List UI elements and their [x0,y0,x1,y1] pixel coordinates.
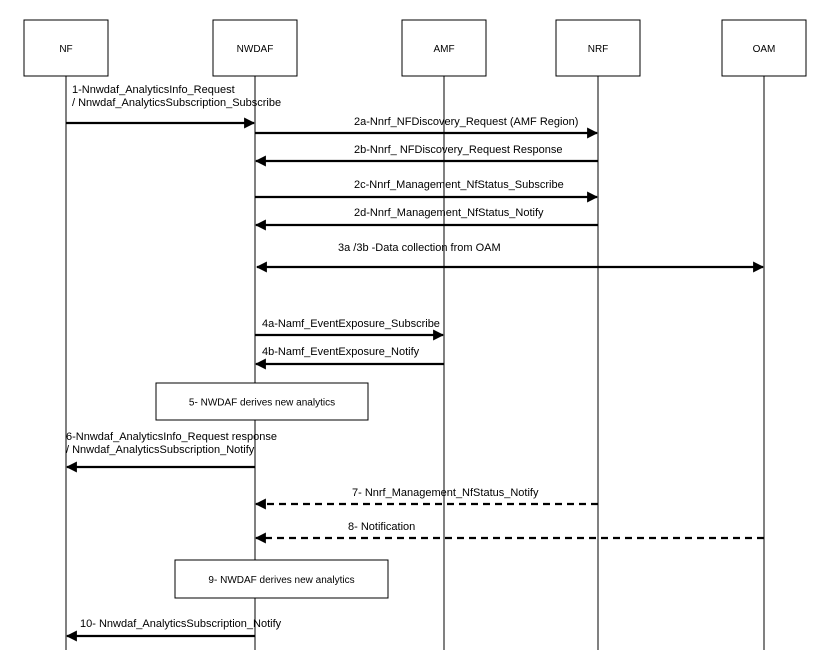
message-label-m2a: 2a-Nnrf_NFDiscovery_Request (AMF Region) [354,116,578,128]
participant-label-amf: AMF [433,44,454,55]
participant-box-amf [401,19,487,77]
process-label-p5: 5- NWDAF derives new analytics [189,398,335,409]
participant-label-nf: NF [59,44,72,55]
message-label-m7: 7- Nnrf_Management_NfStatus_Notify [352,487,539,499]
process-box-p9 [174,559,389,599]
message-label-m3: 3a /3b -Data collection from OAM [338,242,501,254]
participant-label-nrf: NRF [588,44,609,55]
message-label-m1-line-2: / Nnwdaf_AnalyticsSubscription_Subscribe [72,97,281,109]
message-label-m2b: 2b-Nnrf_ NFDiscovery_Request Response [354,144,562,156]
participant-label-oam: OAM [753,44,776,55]
message-label-m10: 10- Nnwdaf_AnalyticsSubscription_Notify [80,618,282,630]
message-label-m6-line-2: / Nnwdaf_AnalyticsSubscription_Notify [66,444,255,456]
participant-box-nwdaf [212,19,298,77]
process-label-p9: 9- NWDAF derives new analytics [208,575,354,586]
message-label-m4b: 4b-Namf_EventExposure_Notify [262,346,420,358]
message-label-m6-line-1: 6-Nnwdaf_AnalyticsInfo_Request response [66,431,277,443]
process-box-p5 [155,382,369,421]
message-label-m1-line-1: 1-Nnwdaf_AnalyticsInfo_Request [72,84,235,96]
participant-label-nwdaf: NWDAF [237,44,274,55]
participant-box-oam [721,19,807,77]
message-label-m2c: 2c-Nnrf_Management_NfStatus_Subscribe [354,179,564,191]
participant-box-nrf [555,19,641,77]
message-label-m8: 8- Notification [348,521,415,533]
participant-box-nf [23,19,109,77]
message-label-m4a: 4a-Namf_EventExposure_Subscribe [262,318,440,330]
message-label-m2d: 2d-Nnrf_Management_NfStatus_Notify [354,207,544,219]
